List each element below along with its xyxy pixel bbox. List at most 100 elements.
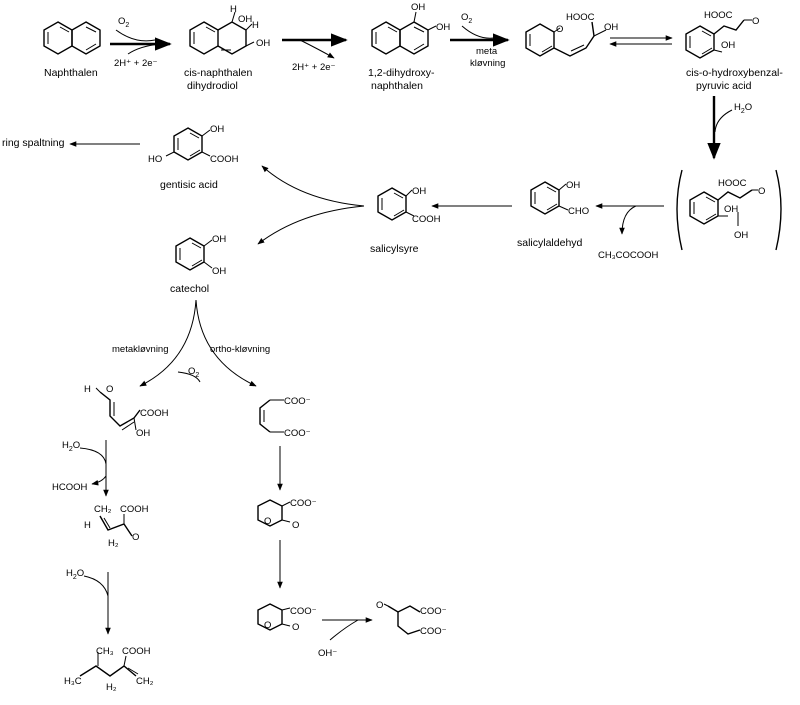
h2o-label-2: H2O	[62, 440, 80, 453]
salicylaldehyde-oh: OH	[566, 180, 580, 191]
hydroxyoxovalerate-structure	[79, 652, 139, 677]
hydroxybenzal-label-1: cis-o-hydroxybenzal-	[686, 67, 783, 79]
hydroxybenzal-o: O	[752, 16, 759, 27]
naphthalene-structure	[43, 21, 101, 55]
semialdehyde-oh: OH	[136, 428, 150, 439]
valerate-ch3: CH₃	[96, 646, 114, 657]
oxopentenoate-cooh: COOH	[120, 504, 149, 515]
naphthalen-label: Naphthalen	[44, 67, 98, 79]
muconate-coo-1: COO⁻	[284, 396, 311, 407]
catechol-label: catechol	[170, 283, 209, 295]
muconate-coo-2: COO⁻	[284, 428, 311, 439]
oxoadipate-structure	[383, 603, 421, 635]
dihydrodiol-oh-1: OH	[238, 14, 252, 25]
oxopentenoate-hc: H	[84, 520, 91, 531]
dihydroxy-oh-1: OH	[411, 2, 425, 13]
salicylsyre-label: salicylsyre	[370, 243, 419, 255]
hydroxybenzalpyruvate-structure	[685, 19, 752, 59]
catechol-structure	[175, 237, 213, 271]
o2-label-1: O2	[118, 16, 129, 29]
hydroxybenzal-hooc: HOOC	[704, 10, 733, 21]
arrow-ortho-step-3	[322, 617, 373, 641]
arrow-o2-step	[110, 29, 172, 55]
salicylaldehyd-label: salicylaldehyd	[517, 237, 583, 249]
bracketed-intermediate	[676, 169, 782, 251]
branch-arrows-salicylic	[257, 165, 365, 245]
enol-lactone-o: O	[292, 622, 299, 633]
arrow-meta-cleavage	[450, 25, 510, 47]
salicylic-oh: OH	[412, 186, 426, 197]
bracket-oh-2: OH	[734, 230, 748, 241]
orthoklovning-label: ortho-kløvning	[210, 344, 270, 355]
o2-label-2: O2	[461, 12, 472, 25]
semialdehyde-h: H	[84, 384, 91, 395]
arrow-aldolase-step	[595, 203, 664, 235]
dihydrodiol-structure	[189, 11, 255, 55]
dihydrodiol-oh-2: OH	[256, 38, 270, 49]
dihydrodiol-h-2: H	[252, 20, 259, 31]
dihydroxy-label-2: naphthalen	[371, 80, 423, 92]
enol-lactone-coo: COO⁻	[290, 606, 317, 617]
equilibrium-arrows	[609, 35, 673, 47]
h2o-label-1: H2O	[734, 102, 752, 115]
oxopentenoate-o: O	[132, 532, 139, 543]
electrons-label-1: 2H⁺ + 2e⁻	[114, 58, 158, 69]
pyruvate-label: CH₃COCOOH	[598, 250, 658, 261]
muconate-structure	[259, 399, 284, 433]
intermediate-hooc: HOOC	[566, 12, 595, 23]
oxopentenoate-ch2: CH₂	[94, 504, 112, 515]
dihydroxynaphthalene-structure	[371, 11, 437, 55]
intermediate-o: O	[556, 24, 563, 35]
dihydroxy-label-1: 1,2-dihydroxy-	[368, 67, 435, 79]
ring-spaltning-label: ring spaltning	[2, 137, 65, 149]
muconolactone-structure	[257, 499, 291, 527]
hydroxybenzal-oh: OH	[721, 40, 735, 51]
valerate-cooh: COOH	[122, 646, 151, 657]
enol-lactone-o-ring: O	[264, 620, 271, 631]
valerate-ch2: CH₂	[136, 676, 154, 687]
hcooh-label: HCOOH	[52, 482, 88, 493]
oxopentenoate-structure	[99, 514, 133, 537]
h2o-label-3: H2O	[66, 568, 84, 581]
klovning-label: kløvning	[470, 58, 505, 69]
oh-minus-label: OH⁻	[318, 648, 337, 659]
semialdehyde-cooh: COOH	[140, 408, 169, 419]
metaklovning-label: metakløvning	[112, 344, 169, 355]
meta-label: meta	[476, 46, 498, 57]
oxopentenoate-h2: H₂	[108, 538, 119, 549]
bracket-o: O	[758, 186, 765, 197]
valerate-h2: H₂	[106, 682, 117, 693]
semialdehyde-o: O	[106, 384, 113, 395]
arrow-hydration	[707, 96, 733, 160]
catechol-branch-arrows	[139, 299, 257, 387]
arrow-dehydrogenation-step	[282, 33, 348, 59]
bracket-oh-1: OH	[724, 204, 738, 215]
catechol-oh-1: OH	[212, 234, 226, 245]
oxoadipate-coo-1: COO⁻	[420, 606, 447, 617]
gentisic-ho: HO	[148, 154, 162, 165]
valerate-h3c: H₃C	[64, 676, 82, 687]
gentisic-label: gentisic acid	[160, 179, 218, 191]
dihydroxy-oh-2: OH	[436, 22, 450, 33]
oxoadipate-o: O	[376, 600, 383, 611]
arrow-meta-step-2	[83, 572, 111, 635]
muconolactone-o-ring: O	[264, 516, 271, 527]
oxoadipate-coo-2: COO⁻	[420, 626, 447, 637]
semialdehyde-structure	[95, 387, 141, 431]
catechol-oh-2: OH	[212, 266, 226, 277]
electrons-label-2: 2H⁺ + 2e⁻	[292, 62, 336, 73]
muconolactone-o: O	[292, 520, 299, 531]
dihydrodiol-h-1: H	[230, 4, 237, 15]
salicylaldehyde-structure	[530, 181, 569, 215]
enol-lactone-structure	[257, 603, 291, 631]
o2-label-3: O2	[188, 366, 199, 379]
muconolactone-coo: COO⁻	[290, 498, 317, 509]
dihydrodiol-label-1: cis-naphthalen	[184, 67, 252, 79]
salicylaldehyde-cho: CHO	[568, 206, 589, 217]
intermediate-oh: OH	[604, 22, 618, 33]
gentisic-cooh: COOH	[210, 154, 239, 165]
dihydrodiol-label-2: dihydrodiol	[187, 80, 238, 92]
arrow-meta-step-1	[79, 440, 109, 497]
ring-opened-intermediate-structure	[525, 21, 607, 57]
